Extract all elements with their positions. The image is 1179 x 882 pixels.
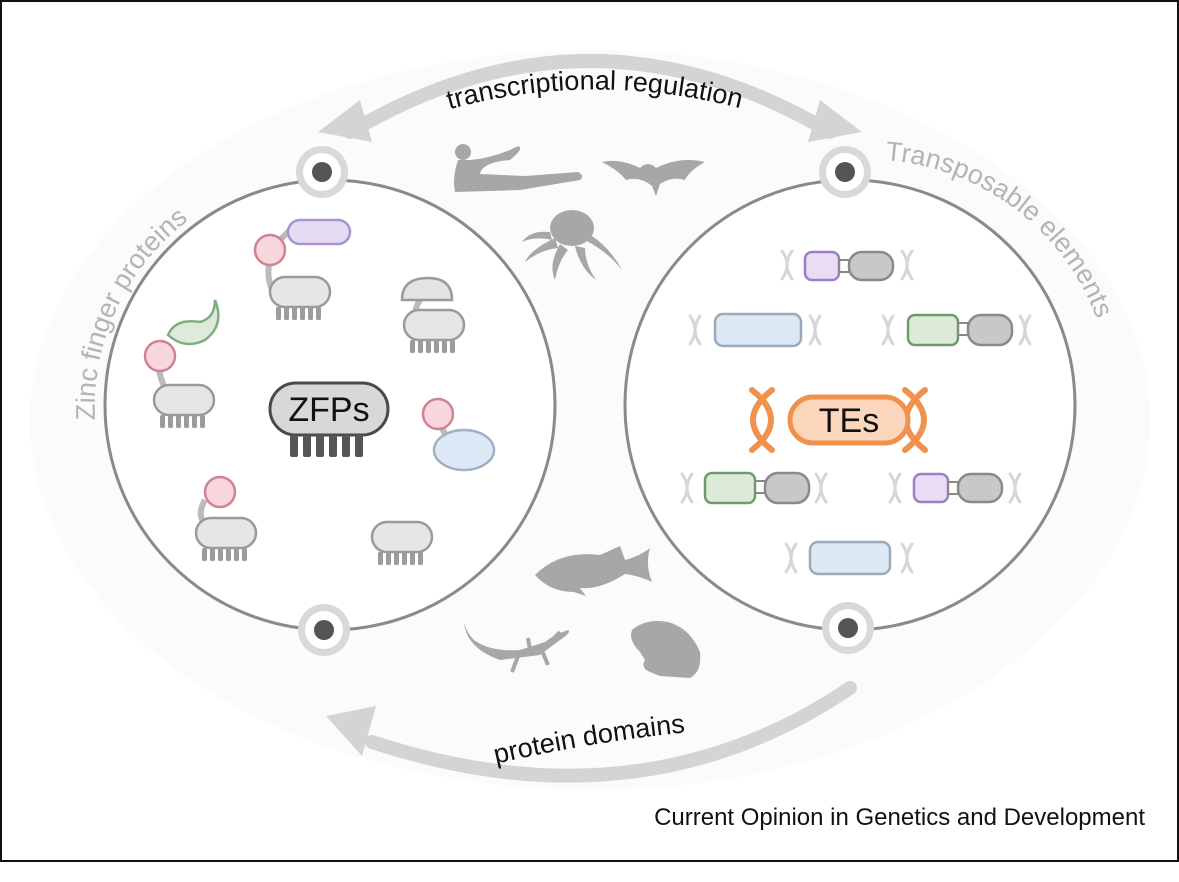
- lizard-icon: [464, 622, 569, 673]
- octopus-icon: [522, 210, 622, 280]
- bottom-arrow: [326, 681, 857, 783]
- te-item-blue-top: [688, 312, 822, 348]
- te-item-purple-top: [780, 249, 914, 282]
- top-arrow: [318, 54, 862, 142]
- node-top-right: [819, 146, 871, 198]
- te-item-green-bottom: [680, 471, 828, 505]
- bat-icon: [602, 160, 705, 196]
- te-item-purple-bottom: [888, 472, 1022, 504]
- arrowhead-bottom: [326, 706, 376, 756]
- zfp-center-label: ZFPs: [288, 391, 369, 429]
- te-central: TEs: [749, 387, 928, 453]
- zfp-item-green: [143, 299, 220, 430]
- zfp-item-krab-only: [194, 475, 258, 563]
- te-item-green-top: [881, 313, 1032, 347]
- node-top-left: [296, 146, 348, 198]
- arrowhead-left: [318, 100, 372, 142]
- zfp-item-purple: [253, 218, 352, 322]
- zfp-central: ZFPs: [268, 381, 390, 457]
- node-bottom-right: [822, 602, 874, 654]
- frog-icon: [631, 621, 701, 678]
- zfp-item-blue: [421, 397, 496, 472]
- te-item-blue-bottom: [784, 540, 914, 576]
- zfp-item-dome: [400, 276, 466, 355]
- arrowhead-right: [808, 100, 862, 142]
- human-icon: [454, 144, 583, 192]
- journal-caption: Current Opinion in Genetics and Developm…: [654, 804, 1145, 831]
- node-bottom-left: [298, 604, 350, 656]
- node-markers: [296, 146, 874, 656]
- zfp-item-plain: [370, 520, 434, 567]
- te-center-label: TEs: [819, 402, 879, 440]
- fish-icon: [535, 546, 652, 596]
